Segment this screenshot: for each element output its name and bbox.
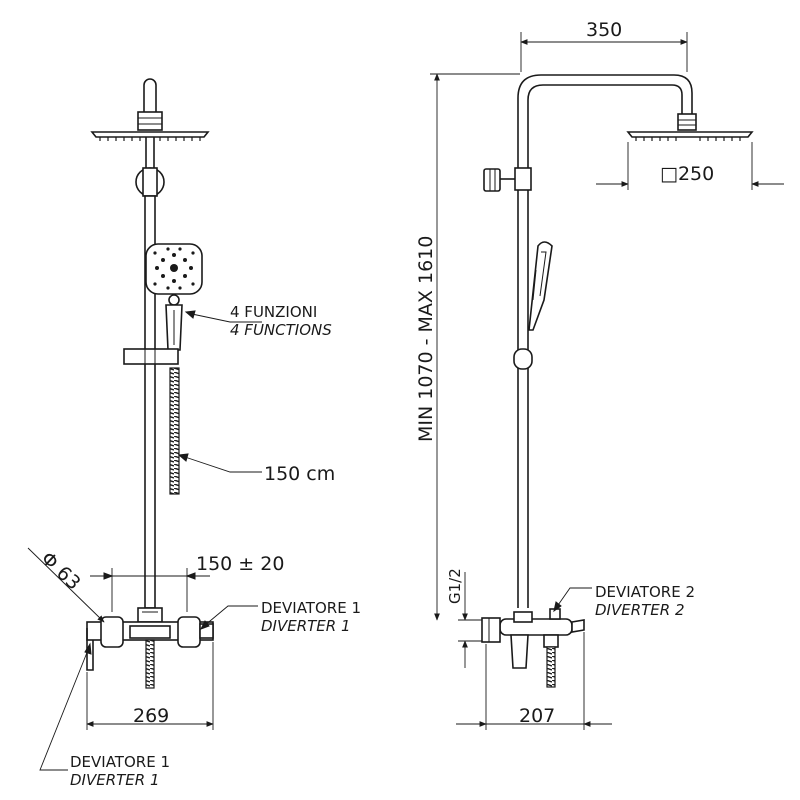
side-height-range-label: MIN 1070 - MAX 1610 — [415, 236, 437, 442]
side-clamp-knob — [483, 168, 501, 192]
front-mixer-diameter-label: Φ 63 — [37, 548, 85, 595]
front-diverter-label-en: DIVERTER 1 — [261, 617, 351, 635]
side-slider — [513, 348, 533, 370]
side-clamp — [514, 167, 532, 191]
bottom-diverter-label-en: DIVERTER 1 — [70, 771, 160, 789]
side-body-depth-label: 207 — [519, 705, 555, 727]
side-hand-shower — [528, 241, 553, 331]
front-hose-length-label: 150 cm — [264, 463, 335, 485]
front-diverter-label: DEVIATORE 1 — [261, 599, 361, 617]
side-mixer — [481, 608, 585, 669]
front-view — [27, 78, 262, 771]
front-mixer — [86, 607, 214, 671]
side-diverter-label: DEVIATORE 2 — [595, 583, 695, 601]
front-inlet-centres-label: 150 ± 20 — [196, 553, 284, 575]
side-head-shower — [626, 131, 754, 141]
side-head-size-label: □250 — [660, 163, 714, 185]
side-view — [430, 32, 784, 730]
front-head-shower — [90, 131, 210, 141]
front-hand-shower — [145, 243, 203, 351]
front-lower-hose — [145, 639, 155, 689]
side-diverter-label-en: DIVERTER 2 — [595, 601, 685, 619]
side-thread-label: G1/2 — [446, 568, 464, 604]
side-riser-arm — [517, 74, 693, 608]
front-top-bend — [143, 78, 157, 112]
front-functions-label-en: 4 FUNCTIONS — [230, 321, 332, 339]
front-functions-label: 4 FUNZIONI — [230, 303, 317, 321]
front-hose — [169, 367, 180, 495]
front-slider-holder — [123, 348, 179, 365]
front-body-width-label: 269 — [133, 705, 169, 727]
bottom-diverter-label: DEVIATORE 1 — [70, 753, 170, 771]
side-lower-hose — [546, 646, 556, 688]
front-head-connector — [137, 111, 163, 131]
side-arm-projection-label: 350 — [586, 19, 622, 41]
